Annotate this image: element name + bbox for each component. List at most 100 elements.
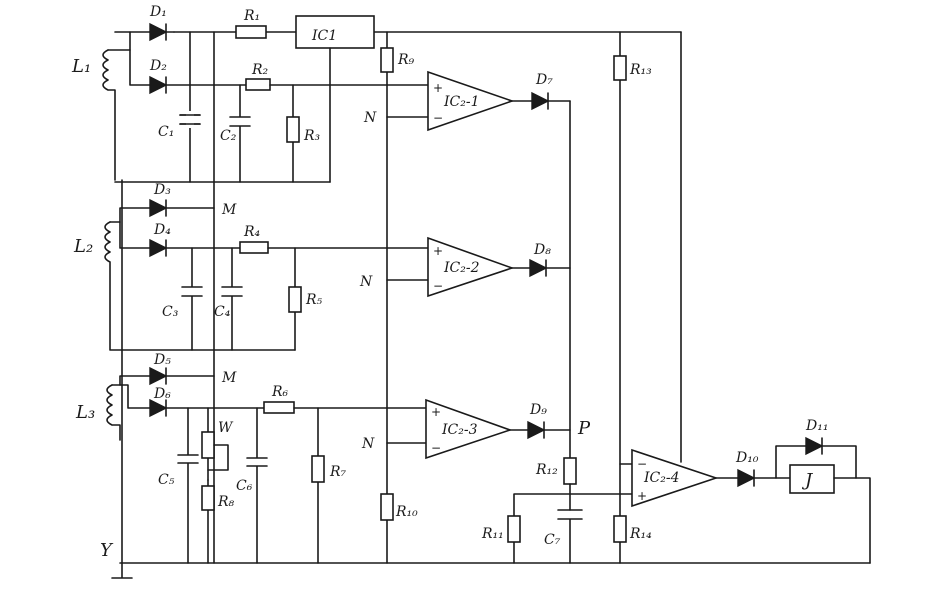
- diode-d1: [149, 22, 175, 42]
- label-c7: C₇: [544, 532, 561, 548]
- resistor-r4: [239, 241, 269, 254]
- label-d6: D₆: [153, 386, 171, 402]
- relay-j: [789, 464, 871, 564]
- label-r6: R₆: [271, 384, 289, 400]
- ic2-2-plus: +: [433, 244, 443, 258]
- label-r10: R₁₀: [395, 504, 418, 520]
- coil-l1: [102, 31, 151, 181]
- op-amp-ic2-3: [425, 398, 529, 460]
- label-d7: D₇: [535, 72, 553, 88]
- diode-d9: [527, 420, 571, 440]
- resistor-r10: [380, 493, 394, 521]
- ic2-3-plus: +: [431, 405, 441, 419]
- label-ic2-4: IC₂-4: [643, 470, 680, 486]
- label-r14: R₁₄: [629, 526, 652, 542]
- resistor-r1: [235, 25, 267, 39]
- op-amp-ic2-2: [427, 236, 531, 298]
- resistor-r6: [263, 401, 295, 414]
- label-l1: L₁: [71, 56, 91, 77]
- resistor-r11: [507, 515, 521, 543]
- label-c6: C₆: [236, 478, 253, 494]
- resistor-r12: [563, 457, 577, 485]
- resistor-r5: [288, 247, 302, 351]
- ic2-4-plus: +: [637, 489, 647, 503]
- resistor-r3: [286, 84, 300, 183]
- label-r12: R₁₂: [535, 462, 558, 478]
- capacitor-c7: [557, 509, 583, 564]
- label-r4: R₄: [243, 224, 261, 240]
- label-c3: C₃: [162, 304, 179, 320]
- label-r2: R₂: [251, 62, 269, 78]
- label-m-lower: M: [221, 370, 237, 386]
- capacitor-c5: [177, 407, 199, 564]
- label-r3: R₃: [303, 128, 321, 144]
- label-r13: R₁₃: [629, 62, 652, 78]
- op-amp-ic2-1: [427, 70, 533, 132]
- label-d1: D₁: [149, 4, 167, 20]
- capacitor-c6: [246, 407, 268, 564]
- label-n-3: N: [361, 436, 375, 452]
- label-c5: C₅: [158, 472, 175, 488]
- label-ic2-3: IC₂-3: [441, 422, 478, 438]
- diode-d11: [775, 436, 857, 479]
- label-n-1: N: [363, 110, 377, 126]
- label-d5: D₅: [153, 352, 171, 368]
- label-r9: R₉: [397, 52, 415, 68]
- ground-rail: [111, 179, 871, 579]
- resistor-r9: [380, 31, 394, 564]
- label-c2: C₂: [220, 128, 237, 144]
- label-d9: D₉: [529, 402, 547, 418]
- label-r8: R₈: [217, 494, 235, 510]
- op-amp-ic2-4: [631, 31, 739, 508]
- label-d8: D₈: [533, 242, 551, 258]
- resistor-r14: [613, 515, 627, 543]
- capacitor-c2: [229, 84, 251, 183]
- label-c4: C₄: [214, 304, 231, 320]
- potentiometer-w: [201, 407, 229, 481]
- diode-d7: [531, 91, 571, 111]
- n-bus-taps: [386, 116, 429, 444]
- label-c1: C₁: [158, 124, 174, 140]
- capacitor-c1: [179, 31, 201, 183]
- label-ic2-1: IC₂-1: [443, 94, 480, 110]
- label-w: W: [218, 420, 234, 436]
- diode-d3: [149, 198, 215, 218]
- label-d3: D₃: [153, 182, 171, 198]
- ic2-1-minus: −: [433, 111, 443, 125]
- label-r7: R₇: [329, 464, 347, 480]
- resistor-r8: [201, 479, 215, 564]
- diode-d4: [149, 238, 241, 258]
- resistor-r13: [613, 31, 627, 564]
- ic1-box: [295, 15, 375, 49]
- label-d11: D₁₁: [805, 418, 828, 434]
- label-j: J: [801, 470, 814, 491]
- resistor-r2: [245, 78, 271, 91]
- coil-l2: [104, 207, 296, 351]
- capacitor-c3: [181, 247, 203, 351]
- capacitor-c4: [221, 247, 243, 351]
- label-r1: R₁: [243, 8, 260, 24]
- diode-d2: [149, 75, 247, 95]
- label-d4: D₄: [153, 222, 171, 238]
- label-r11: R₁₁: [481, 526, 504, 542]
- label-n-2: N: [359, 274, 373, 290]
- diode-d8: [529, 258, 571, 278]
- diode-d6: [149, 398, 265, 418]
- label-r5: R₅: [305, 292, 323, 308]
- label-ic2-2: IC₂-2: [443, 260, 480, 276]
- ic2-1-plus: +: [433, 81, 443, 95]
- ic2-3-minus: −: [431, 441, 441, 455]
- label-y: Y: [100, 540, 114, 561]
- ic2-4-minus: −: [637, 457, 647, 471]
- diode-d5: [149, 366, 215, 386]
- label-d10: D₁₀: [735, 450, 759, 466]
- coil-l3: [106, 375, 151, 441]
- label-m-upper: M: [221, 202, 237, 218]
- label-l2: L₂: [73, 236, 93, 257]
- resistor-r7: [311, 407, 325, 564]
- diode-d10: [737, 468, 791, 488]
- label-p: P: [577, 418, 591, 439]
- label-d2: D₂: [149, 58, 167, 74]
- c7-node: [513, 483, 633, 564]
